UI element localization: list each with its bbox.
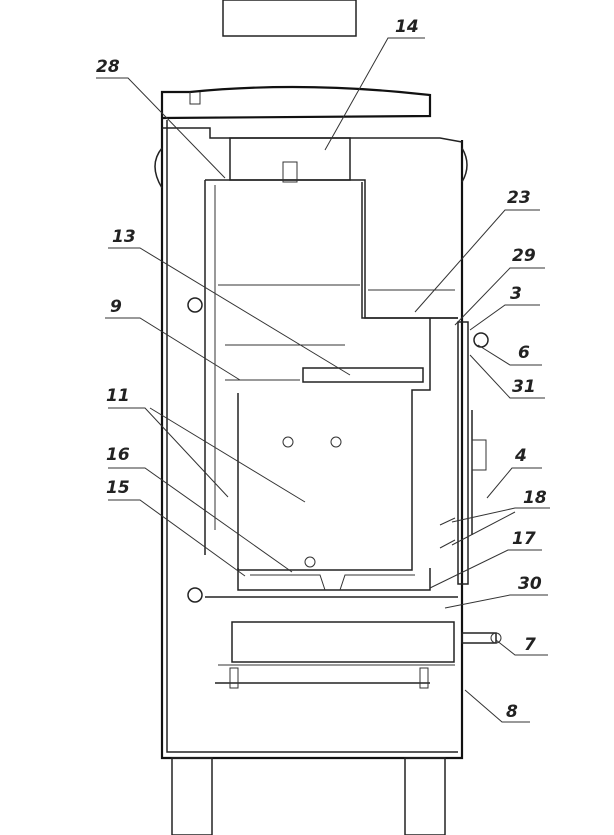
- leader-lines: [96, 37, 550, 723]
- label-3: 3: [510, 284, 522, 304]
- label-8: 8: [506, 702, 518, 722]
- label-23: 23: [507, 188, 531, 208]
- label-4: 4: [514, 446, 527, 466]
- label-28: 28: [96, 57, 120, 77]
- part-labels: 14 28 23 13 29 3 9 6 31 11 16 4 15 18 17…: [96, 17, 547, 722]
- label-16: 16: [106, 445, 130, 465]
- label-30: 30: [518, 574, 542, 594]
- label-11: 11: [106, 386, 130, 406]
- label-15: 15: [106, 478, 130, 498]
- label-17: 17: [512, 529, 536, 549]
- label-9: 9: [110, 297, 122, 317]
- label-31: 31: [512, 377, 536, 397]
- stove-body: [154, 85, 502, 835]
- label-18: 18: [523, 488, 547, 508]
- label-6: 6: [518, 343, 530, 363]
- flue-pipe: [222, 0, 357, 37]
- label-13: 13: [112, 227, 136, 247]
- label-29: 29: [512, 246, 536, 266]
- label-7: 7: [524, 635, 536, 655]
- label-14: 14: [395, 17, 419, 37]
